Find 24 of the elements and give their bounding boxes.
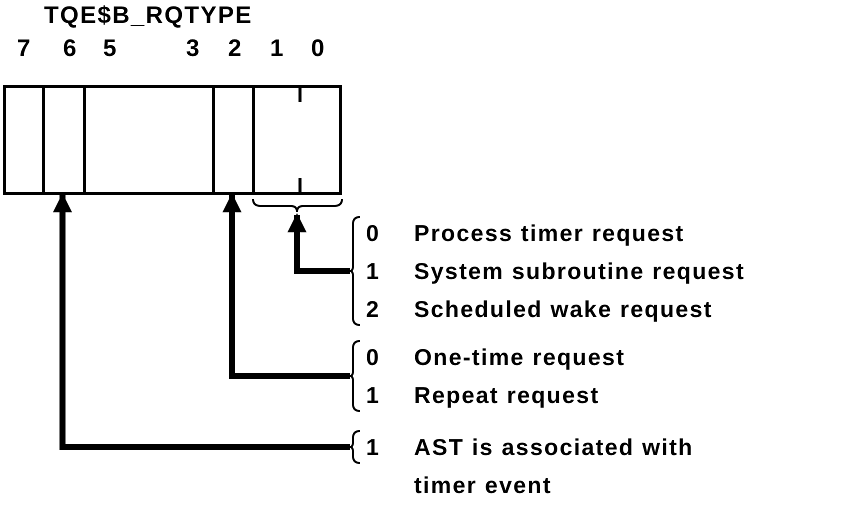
value-description: One-time request xyxy=(414,343,626,372)
value-description: Process timer request xyxy=(414,219,685,248)
value-description: Repeat request xyxy=(414,381,600,410)
value-description: Scheduled wake request xyxy=(414,295,713,324)
bit-value: 0 xyxy=(366,219,382,248)
register-box xyxy=(3,85,342,195)
value-description: AST is associated with timer event xyxy=(414,433,695,500)
bit-value: 1 xyxy=(366,381,382,410)
register-title: TQE$B_RQTYPE xyxy=(44,2,253,30)
bit-value: 1 xyxy=(366,433,382,462)
bit-value: 0 xyxy=(366,343,382,372)
arrow xyxy=(52,193,350,450)
bit-number: 3 xyxy=(186,36,201,62)
arrow xyxy=(287,213,350,274)
bit-value: 1 xyxy=(366,257,382,286)
bit-value: 2 xyxy=(366,295,382,324)
bit-number: 2 xyxy=(228,36,243,62)
bit-number: 1 xyxy=(270,36,285,62)
value-description: System subroutine request xyxy=(414,257,746,286)
bit-number: 5 xyxy=(103,36,118,62)
bit-number: 7 xyxy=(17,36,32,62)
bit-number: 6 xyxy=(63,36,78,62)
arrow xyxy=(222,193,350,379)
bit-number: 0 xyxy=(311,36,326,62)
